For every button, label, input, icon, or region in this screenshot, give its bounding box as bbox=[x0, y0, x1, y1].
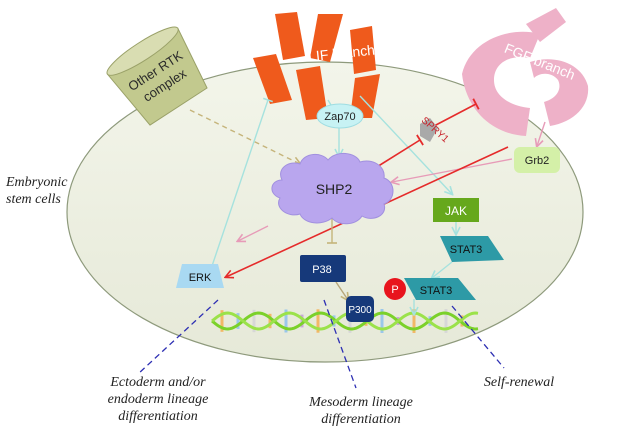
mesoderm-line1: Mesoderm lineage bbox=[309, 395, 413, 410]
mesoderm-dashed-line bbox=[323, 299, 357, 389]
phosphate-circle bbox=[384, 278, 406, 300]
jak-node: JAK bbox=[433, 198, 479, 222]
ectoderm-line1: Ectoderm and/or bbox=[110, 375, 206, 390]
cell-label: Embryonic stem cells bbox=[6, 174, 84, 208]
erk-node: ERK bbox=[176, 264, 224, 288]
cell-label-line2: stem cells bbox=[6, 192, 61, 207]
p300-node: P300 bbox=[346, 296, 374, 322]
grb2-to-shp2-arrow bbox=[392, 158, 513, 182]
zap70-node: Zap70 bbox=[316, 103, 364, 129]
shp2-label: SHP2 bbox=[316, 181, 353, 197]
self-renewal-text: Self-renewal bbox=[483, 375, 555, 390]
p38-label: P38 bbox=[312, 264, 332, 276]
p38-to-p300-arrow bbox=[335, 281, 348, 300]
stat3-bottom-label: STAT3 bbox=[420, 285, 453, 297]
erk-label: ERK bbox=[189, 272, 212, 284]
shp2-node: SHP2 bbox=[271, 153, 394, 225]
rtk-to-shp2-arrow bbox=[189, 109, 300, 164]
self-renewal-dashed-line bbox=[451, 305, 505, 369]
grb2-label: Grb2 bbox=[525, 155, 549, 167]
shp2-to-erk-arrow bbox=[238, 225, 269, 241]
ectoderm-outcome-label: Ectoderm and/or endoderm lineage differe… bbox=[78, 374, 238, 425]
self-renewal-outcome-label: Self-renewal bbox=[464, 374, 574, 391]
lif-to-jak-arrow bbox=[359, 95, 452, 194]
zap70-label: Zap70 bbox=[324, 111, 355, 123]
jak-label: JAK bbox=[445, 204, 467, 218]
mesoderm-line2: differentiation bbox=[321, 412, 401, 427]
lif-to-zap70-arrow bbox=[327, 99, 332, 106]
lif-to-erk-line bbox=[211, 97, 273, 267]
ectoderm-line3: differentiation bbox=[118, 409, 198, 424]
shp2-spry1-inhibition bbox=[371, 134, 424, 171]
stat3-to-stat3-arrow bbox=[432, 261, 453, 278]
lif-receptor: LIF branch bbox=[253, 12, 380, 120]
other-rtk-complex: Other RTK complex bbox=[106, 26, 208, 126]
phosphate-label: P bbox=[391, 284, 398, 296]
mesoderm-outcome-label: Mesoderm lineage differentiation bbox=[286, 394, 436, 428]
lif-label: LIF branch bbox=[307, 42, 375, 65]
grb2-node: Grb2 bbox=[514, 147, 560, 173]
fgf-to-grb2-arrow bbox=[537, 121, 546, 146]
outcome-lines bbox=[137, 299, 505, 389]
spry1-fgf-inhibition bbox=[433, 98, 480, 127]
fgf-label: FGF branch bbox=[502, 40, 577, 83]
p38-node: P38 bbox=[300, 255, 346, 282]
cell-label-line1: Embryonic bbox=[6, 175, 68, 190]
p300-label: P300 bbox=[348, 305, 372, 316]
ectoderm-dashed-line bbox=[137, 299, 219, 375]
stat3-top-label: STAT3 bbox=[450, 244, 483, 256]
stat3-top-node: STAT3 bbox=[440, 236, 504, 262]
ectoderm-line2: endoderm lineage bbox=[107, 392, 209, 407]
stat3-bottom-node: STAT3 P bbox=[384, 278, 476, 300]
